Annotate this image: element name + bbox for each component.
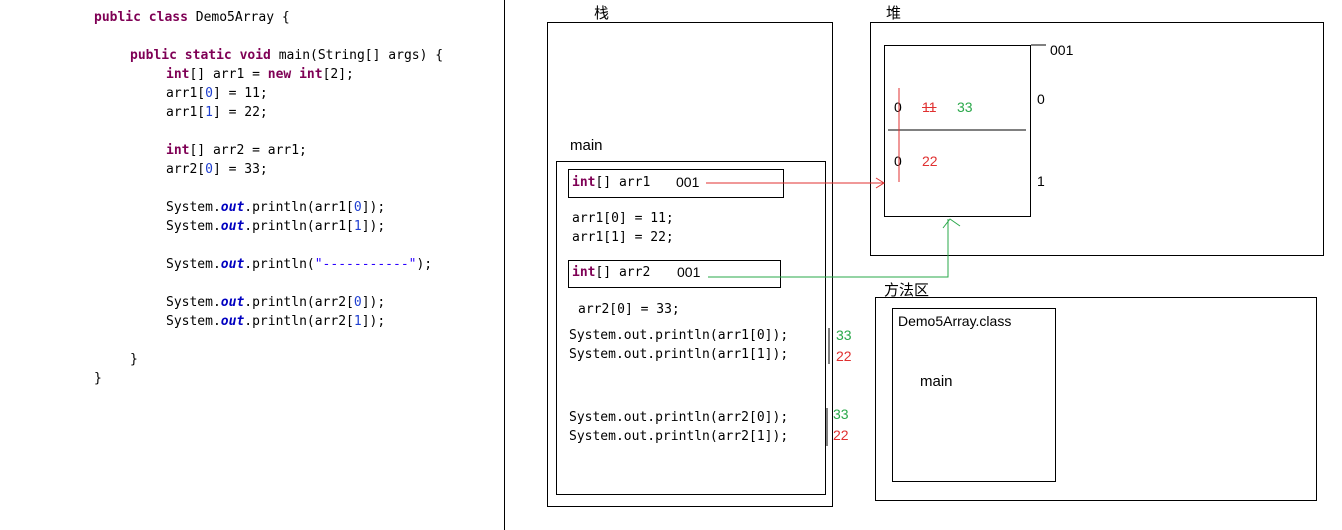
arr2-reference-arrow (708, 219, 949, 278)
output-arr1-1: 22 (836, 348, 852, 364)
code-line-arr1-0: arr1[0] = 11; (166, 86, 268, 101)
code-line-print-arr2-1: System.out.println(arr2[1]); (166, 314, 386, 329)
stack-area (547, 22, 833, 507)
stack-print-arr1-1: System.out.println(arr1[1]); (569, 347, 789, 362)
code-line-arr2-decl: int[] arr2 = arr1; (166, 143, 307, 158)
class-main-method: main (920, 373, 953, 390)
main-frame-label: main (570, 137, 603, 154)
arr1-reference: 001 (676, 174, 700, 190)
code-line-arr1-decl: int[] arr1 = new int[2]; (166, 67, 354, 82)
output-arr1-0: 33 (836, 327, 852, 343)
code-line-print-arr1-0: System.out.println(arr1[0]); (166, 200, 386, 215)
arr2-variable-box (568, 260, 781, 288)
code-line-print-arr2-0: System.out.println(arr2[0]); (166, 295, 386, 310)
stack-print-arr2-0: System.out.println(arr2[0]); (569, 410, 789, 425)
panel-divider (504, 0, 505, 530)
heap-cell0-new-value: 33 (957, 99, 973, 115)
stack-assign-arr1-0: arr1[0] = 11; (572, 211, 674, 226)
heap-index-1: 1 (1037, 173, 1045, 189)
arr2-reference: 001 (677, 264, 701, 280)
main-stack-frame (556, 161, 826, 495)
stack-assign-arr2-0: arr2[0] = 33; (578, 302, 680, 317)
heap-cell0-old-value: 11 (922, 99, 937, 115)
code-line-print-dashes: System.out.println("-----------"); (166, 257, 433, 272)
arr1-variable: int[] arr1 (572, 175, 651, 190)
code-line-arr2-0: arr2[0] = 33; (166, 162, 268, 177)
heap-cell1-default: 0 (894, 153, 902, 169)
arr2-arrowhead (942, 218, 961, 229)
arr2-variable: int[] arr2 (572, 265, 651, 280)
method-area (875, 297, 1317, 501)
heap-address: 001 (1050, 42, 1074, 58)
heap-array-object (884, 45, 1031, 217)
method-area-label: 方法区 (884, 282, 930, 299)
heap-label: 堆 (886, 5, 902, 22)
heap-index-0: 0 (1037, 91, 1045, 107)
stack-print-arr2-1: System.out.println(arr2[1]); (569, 429, 789, 444)
output-arr2-0: 33 (833, 406, 849, 422)
heap-cell1-value: 22 (922, 153, 938, 169)
stack-assign-arr1-1: arr1[1] = 22; (572, 230, 674, 245)
code-line-print-arr1-1: System.out.println(arr1[1]); (166, 219, 386, 234)
class-file-name: Demo5Array.class (898, 313, 1012, 329)
code-line-close-method: } (130, 352, 138, 367)
stack-label: 栈 (594, 5, 610, 22)
arr1-arrowhead (875, 177, 885, 189)
code-line-main: public static void main(String[] args) { (130, 48, 444, 63)
heap-cell0-default: 0 (894, 99, 902, 115)
heap-area (870, 22, 1324, 256)
output-arr2-1: 22 (833, 427, 849, 443)
class-file-box (892, 308, 1056, 482)
code-line-class: public class Demo5Array { (94, 10, 290, 25)
code-line-close-class: } (94, 371, 102, 386)
code-line-arr1-1: arr1[1] = 22; (166, 105, 268, 120)
stack-print-arr1-0: System.out.println(arr1[0]); (569, 328, 789, 343)
